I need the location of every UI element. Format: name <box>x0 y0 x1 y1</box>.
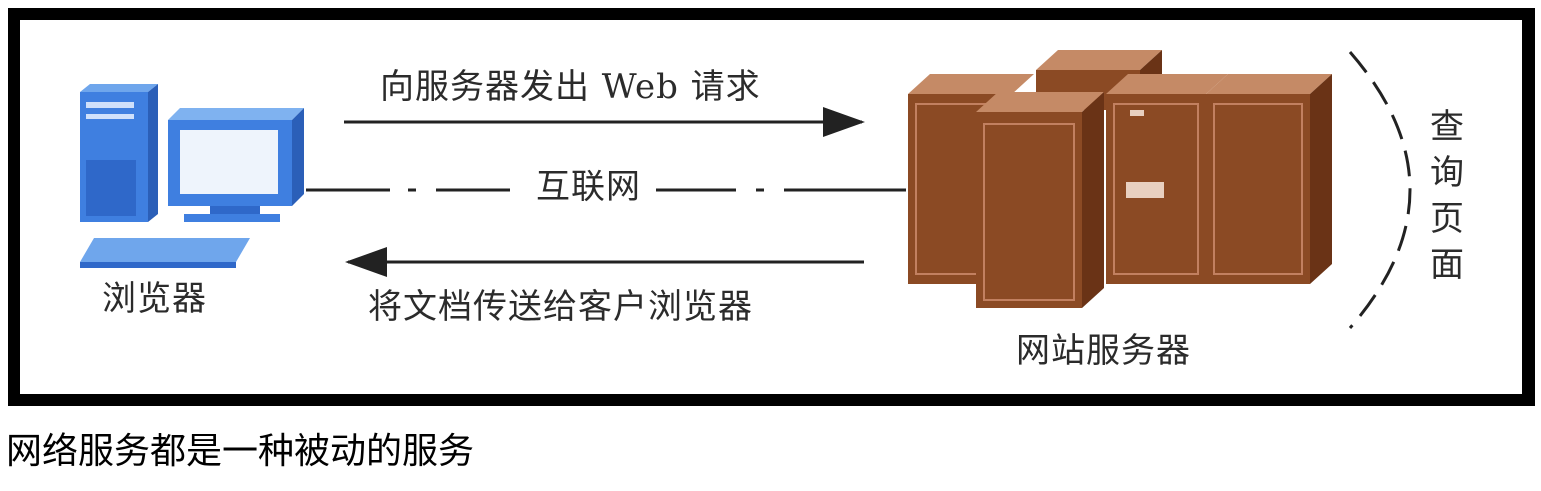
diagram-graphics <box>80 50 1412 329</box>
desktop-computer-icon <box>80 84 304 268</box>
browser-label: 浏览器 <box>102 279 207 319</box>
server-rack-icon <box>908 50 1332 308</box>
query-label: 查询页面 <box>1430 107 1464 285</box>
response-label: 将文档传送给客户浏览器 <box>368 287 753 327</box>
internet-label: 互联网 <box>528 170 649 204</box>
request-label: 向服务器发出 Web 请求 <box>380 67 761 107</box>
server-label: 网站服务器 <box>1016 331 1191 371</box>
caption: 网络服务都是一种被动的服务 <box>6 431 475 472</box>
query-bracket <box>1348 51 1412 329</box>
